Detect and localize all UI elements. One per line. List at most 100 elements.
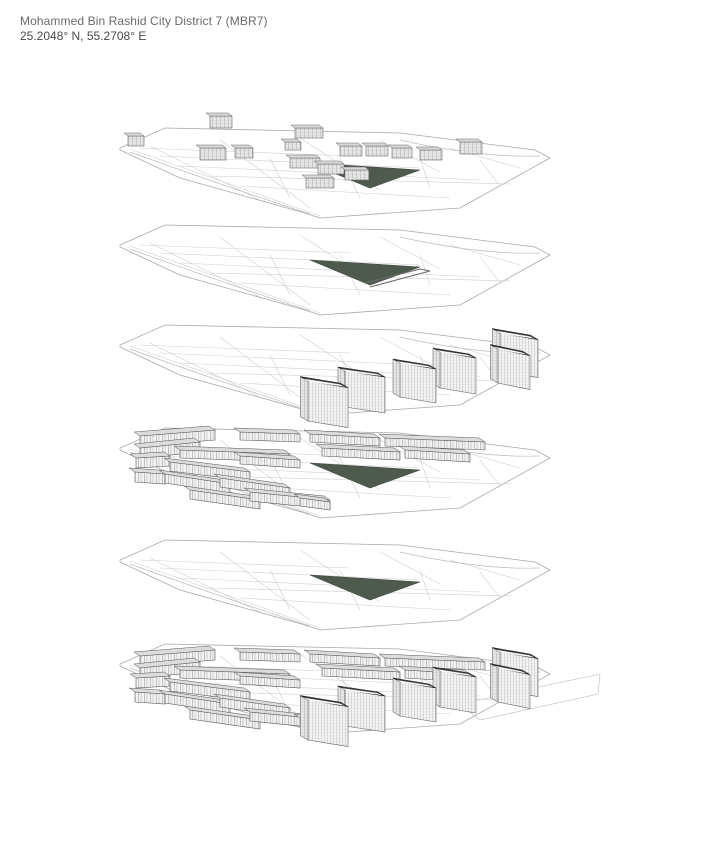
layer-combined-masterplan — [119, 643, 601, 747]
road-curve — [129, 248, 311, 312]
layer-apartment-towers — [119, 324, 551, 428]
page-title: Mohammed Bin Rashid City District 7 (MBR… — [20, 14, 268, 28]
tower-side-face — [392, 358, 401, 398]
context-building-roof — [123, 132, 145, 137]
road-line — [479, 571, 501, 599]
context-building-roof — [415, 146, 443, 151]
context-building — [391, 147, 413, 159]
park-area — [309, 259, 421, 286]
layer-townhouses — [119, 425, 551, 519]
townhouse-roof — [233, 427, 301, 435]
road-line — [379, 236, 441, 270]
road-line — [129, 245, 321, 314]
tower-roof-inner — [341, 369, 382, 376]
context-building-roof — [280, 138, 302, 143]
context-building — [289, 157, 321, 169]
road-line — [139, 344, 351, 354]
context-building — [459, 141, 483, 155]
tower-roof-inner — [495, 330, 535, 339]
context-building-roof — [361, 142, 389, 147]
tower-front-face — [344, 689, 386, 733]
tower-roof-inner — [436, 350, 473, 357]
tower-front-face — [307, 380, 349, 428]
road-line — [159, 567, 421, 581]
tower-front-face — [399, 681, 437, 723]
road-curve — [399, 551, 541, 569]
tower-side-face — [489, 344, 499, 384]
road-line — [239, 282, 451, 296]
road-line — [419, 157, 431, 189]
road-line — [219, 236, 311, 306]
layer-existing-context — [119, 112, 551, 219]
townhouse-roof — [163, 677, 251, 693]
townhouse-roof — [173, 445, 291, 455]
road-line — [159, 252, 421, 266]
context-building-roof — [340, 166, 370, 171]
tower-front-face — [439, 351, 477, 395]
townhouse-roof — [233, 451, 301, 461]
road-line — [269, 157, 291, 199]
road-line — [129, 148, 321, 217]
tower-roof-inner — [341, 688, 382, 695]
road-line — [479, 459, 501, 487]
context-building — [365, 145, 389, 157]
context-building — [284, 141, 302, 151]
road-line — [269, 254, 291, 296]
road-line — [269, 354, 291, 396]
layer-base-plot-plan — [119, 539, 551, 631]
townhouse-roof — [233, 671, 301, 681]
context-building-roof — [195, 144, 227, 149]
road-curve — [129, 563, 311, 627]
townhouse-roof — [398, 445, 471, 455]
context-building-roof — [285, 154, 321, 159]
townhouse-roof — [133, 425, 216, 437]
townhouse-roof — [133, 437, 201, 449]
road-line — [479, 256, 501, 284]
tower-roof-inner — [303, 378, 345, 387]
road-line — [129, 560, 321, 629]
context-building-roof — [313, 160, 345, 165]
tower-side-face — [392, 677, 401, 717]
tower-roof-inner — [303, 697, 345, 706]
road-line — [139, 244, 351, 254]
context-building-roof — [301, 174, 335, 179]
coordinates: 25.2048° N, 55.2708° E — [20, 29, 147, 43]
townhouse-roof — [303, 649, 381, 659]
tower-roof-inner — [493, 346, 527, 355]
tower-roof-inner — [493, 665, 527, 674]
townhouse-roof — [133, 657, 201, 669]
road-line — [219, 655, 311, 725]
park-area — [309, 574, 421, 601]
tower-side-face — [299, 695, 309, 741]
road-line — [219, 336, 311, 406]
context-building-roof — [205, 112, 233, 117]
road-line — [479, 159, 501, 187]
road-line — [269, 569, 291, 611]
road-line — [239, 185, 451, 199]
context-building-roof — [230, 144, 254, 149]
tower-front-face — [497, 667, 531, 709]
context-building — [339, 145, 363, 157]
tower-front-face — [344, 370, 386, 414]
tower-roof-inner — [396, 680, 433, 687]
context-building — [419, 149, 443, 161]
context-building-roof — [290, 124, 324, 129]
townhouse-roof — [315, 443, 401, 453]
park-area — [309, 462, 421, 489]
extension-outline — [459, 673, 601, 721]
context-building — [209, 115, 233, 129]
townhouse-roof — [293, 493, 331, 503]
context-building — [294, 127, 324, 139]
tower-front-face — [399, 362, 437, 404]
road-curve — [129, 151, 311, 215]
tower-front-face — [497, 348, 531, 390]
road-curve — [399, 236, 541, 254]
road-line — [219, 551, 311, 621]
tower-side-face — [489, 663, 499, 703]
road-curve — [129, 348, 311, 412]
context-building — [317, 163, 345, 175]
layer-landscape-park — [119, 224, 551, 316]
context-building — [344, 169, 370, 181]
road-line — [129, 345, 321, 414]
context-building — [305, 177, 335, 189]
